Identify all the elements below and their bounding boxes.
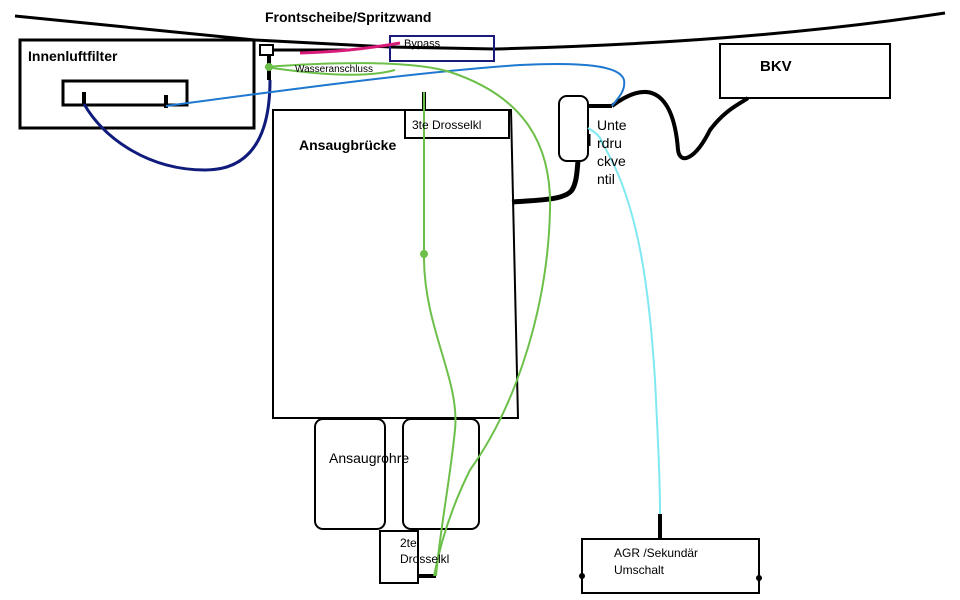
cabin-filter-box — [18, 38, 256, 130]
cabin-filter-label: Innenluftfilter — [28, 48, 118, 64]
hose-green-tee — [264, 66, 425, 260]
second-throttle-label-2: Drosselkl — [400, 552, 450, 566]
hose-cyan-origin — [587, 127, 603, 143]
bypass-pink-hose — [299, 41, 401, 55]
vacuum-valve-label-1: Unte — [597, 117, 627, 133]
bypass-label: Bypass — [404, 38, 441, 50]
third-throttle-label: 3te Drosselkl — [412, 118, 482, 132]
firewall-connector — [259, 44, 274, 56]
water-tee-dot — [420, 250, 428, 258]
cabin-filter-inner — [61, 79, 189, 107]
hose-manifold-to-valve — [511, 160, 581, 205]
third-throttle-box — [404, 109, 510, 139]
intake-runner-left — [314, 418, 386, 530]
hose-green-branch — [423, 259, 457, 577]
vacuum-valve-label-3: ckve — [597, 153, 626, 169]
egr-switch-box — [581, 538, 760, 594]
water-port-dot — [265, 63, 273, 71]
firewall-label: Frontscheibe/Spritzwand — [265, 9, 432, 25]
vacuum-valve-label-2: rdru — [597, 135, 622, 151]
brake-booster-label: BKV — [760, 58, 792, 75]
intake-manifold — [272, 109, 520, 419]
firewall-line — [14, 11, 946, 51]
hose-valve-to-bkv — [610, 90, 750, 161]
intake-manifold-label: Ansaugbrücke — [299, 137, 397, 153]
second-throttle-label-1: 2te — [400, 536, 417, 550]
egr-dot-left — [579, 573, 585, 579]
hose-blue — [165, 62, 626, 107]
vacuum-valve-label-4: ntil — [597, 171, 615, 187]
egr-label-1: AGR /Sekundär — [614, 546, 699, 560]
hose-green-connector — [264, 62, 552, 577]
egr-dot-right — [756, 575, 762, 581]
second-throttle-box — [379, 530, 419, 584]
hose-cyan — [599, 139, 661, 515]
brake-booster-box — [719, 43, 891, 99]
egr-label-2: Umschalt — [614, 563, 665, 577]
water-connection-label: Wasseranschluss — [295, 64, 373, 75]
hose-navy — [82, 79, 272, 172]
vacuum-valve — [558, 95, 589, 162]
bypass-box — [389, 35, 495, 62]
intake-runners-label: Ansaugrohre — [329, 450, 410, 466]
